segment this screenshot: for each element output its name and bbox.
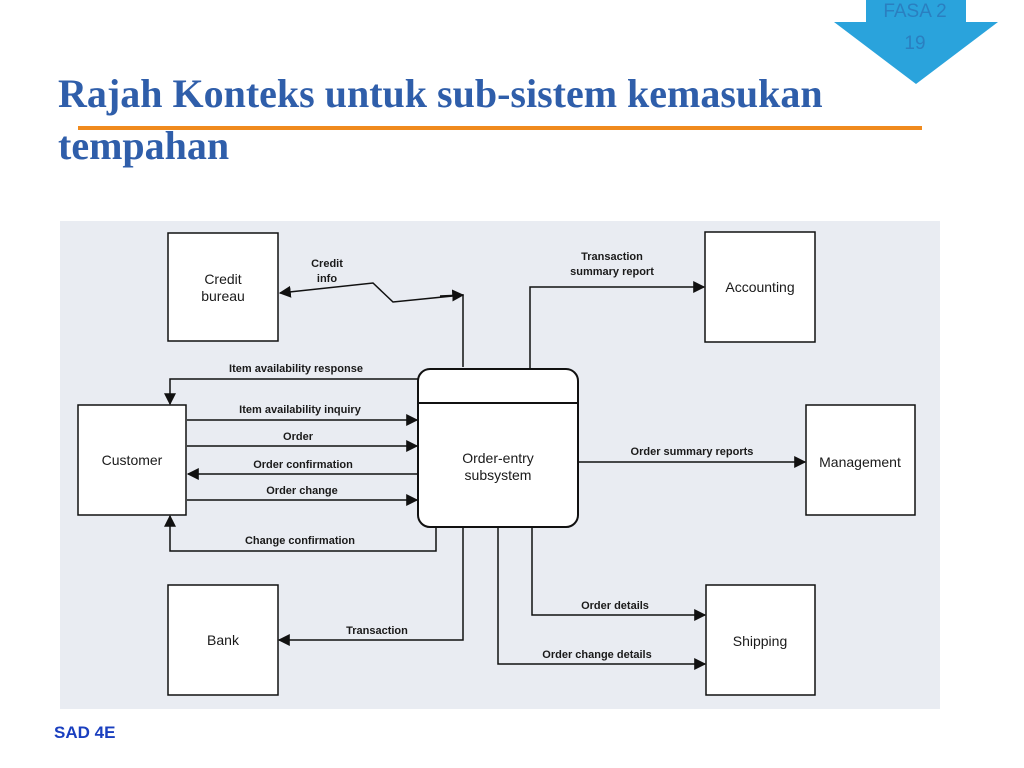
flow-order-details-line <box>531 527 707 621</box>
flow-transaction-summary-line <box>529 281 706 369</box>
flow-label-item-availability-response: Item availability response <box>229 363 363 375</box>
flow-label-order-confirmation: Order confirmation <box>253 459 353 471</box>
customer-label: Customer <box>102 452 163 468</box>
flow-credit-info-line <box>278 282 464 367</box>
flow-label-order-summary-reports: Order summary reports <box>631 446 754 458</box>
flow-label-item-availability-inquiry: Item availability inquiry <box>239 404 362 416</box>
flow-transaction-line <box>277 527 464 646</box>
fasa-badge-label: FASA 2 19 <box>850 0 980 60</box>
flow-label-order-change: Order change <box>266 485 338 497</box>
title-underline <box>78 126 922 130</box>
flow-order-change-details-line <box>497 527 707 670</box>
footer-label: SAD 4E <box>54 723 116 742</box>
flow-label-transaction-summary-line2: summary report <box>570 266 654 278</box>
flow-label-order-details: Order details <box>581 600 649 612</box>
flow-label-order-change-details: Order change details <box>542 649 651 661</box>
fasa-badge-phase: FASA 2 <box>883 1 947 22</box>
flow-item-availability-response-line <box>164 378 418 406</box>
flow-change-confirmation-line <box>164 514 437 552</box>
credit-bureau-label-line1: Credit <box>204 271 241 287</box>
flow-label-transaction-summary-line1: Transaction <box>581 251 643 263</box>
flow-label-credit-info-line1: Credit <box>311 258 343 270</box>
flow-label-order: Order <box>283 431 314 443</box>
down-arrow-icon <box>834 0 998 84</box>
context-diagram: Order-entry subsystem Credit bureau Cust… <box>60 221 940 709</box>
entity-bank: Bank <box>167 584 279 696</box>
entity-credit-bureau: Credit bureau <box>167 232 279 342</box>
process-label-line1: Order-entry <box>462 450 534 466</box>
accounting-label: Accounting <box>725 279 794 295</box>
shipping-label: Shipping <box>733 633 788 649</box>
entity-management: Management <box>805 404 916 516</box>
credit-bureau-label-line2: bureau <box>201 288 245 304</box>
management-label: Management <box>819 454 901 470</box>
entity-customer: Customer <box>77 404 187 516</box>
fasa-badge <box>834 0 998 84</box>
flow-credit-info-return-line <box>439 289 465 302</box>
process-order-entry-subsystem: Order-entry subsystem <box>417 368 579 528</box>
flow-label-transaction: Transaction <box>346 625 408 637</box>
slide-title: Rajah Konteks untuk sub-sistem kemasukan… <box>58 71 823 168</box>
process-label-line2: subsystem <box>465 467 532 483</box>
bank-label: Bank <box>207 632 240 648</box>
entity-shipping: Shipping <box>705 584 816 696</box>
fasa-badge-number: 19 <box>904 33 926 54</box>
entity-accounting: Accounting <box>704 231 816 343</box>
flow-label-credit-info-line2: info <box>317 273 337 285</box>
flow-label-change-confirmation: Change confirmation <box>245 535 355 547</box>
